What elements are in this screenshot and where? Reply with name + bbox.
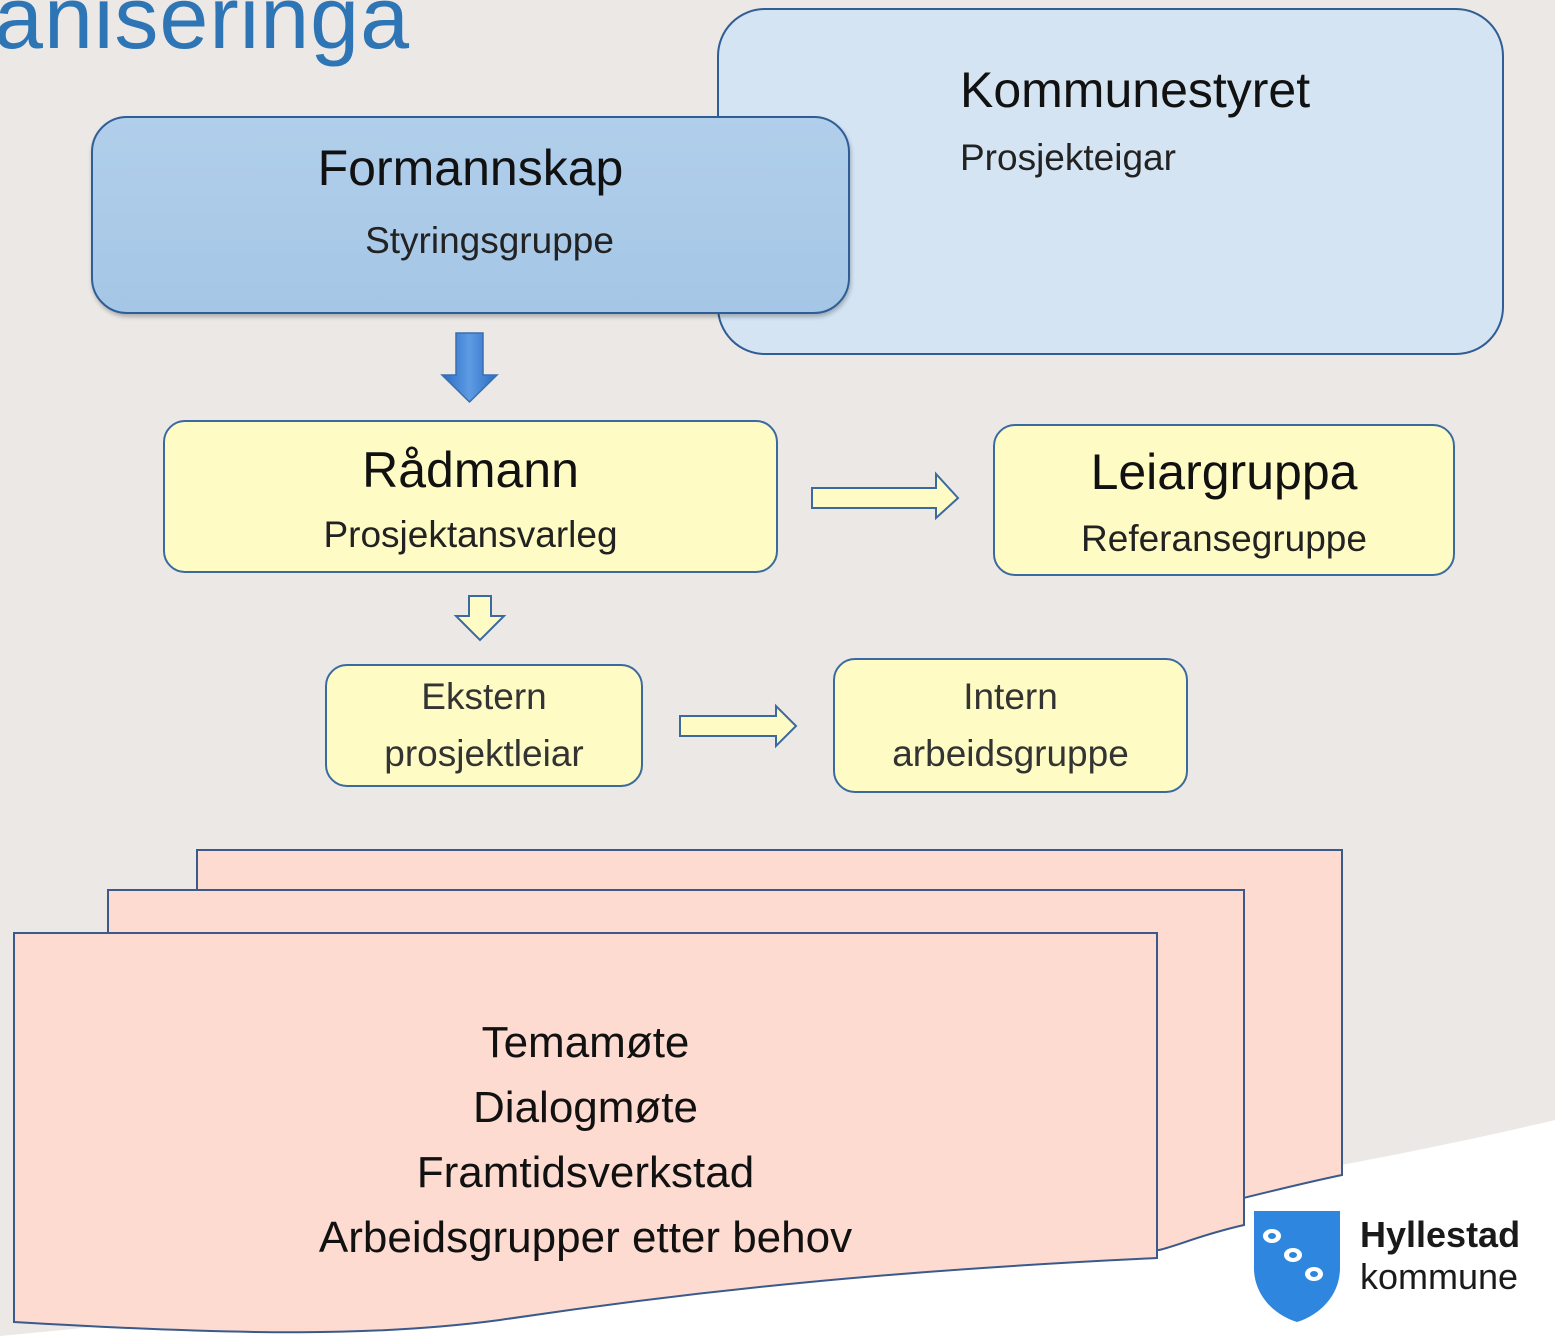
radmann-subtitle: Prosjektansvarleg (323, 514, 618, 555)
page-title: aniseringa (0, 0, 411, 67)
kommunestyret-subtitle: Prosjekteigar (960, 137, 1176, 178)
intern-line2: arbeidsgruppe (892, 733, 1129, 774)
document-item: Temamøte (481, 1018, 690, 1067)
arrow-down-yellow (453, 595, 507, 642)
leiargruppa-box (993, 424, 1455, 576)
logo-name: Hyllestad (1360, 1214, 1521, 1255)
kommunestyret-title: Kommunestyret (960, 62, 1311, 118)
documents-list: Temamøte Dialogmøte Framtidsverkstad Arb… (14, 1010, 1157, 1270)
document-item: Arbeidsgrupper etter behov (318, 1213, 853, 1262)
ekstern-line1: Ekstern (421, 676, 547, 717)
document-item: Framtidsverkstad (416, 1148, 755, 1197)
document-item: Dialogmøte (473, 1083, 698, 1132)
arrow-right-leiargruppa (811, 471, 960, 521)
radmann-box (163, 420, 778, 573)
white-curve-shape (0, 1120, 1555, 1336)
document-front (13, 932, 1158, 1334)
arrow-down-blue (440, 332, 499, 404)
logo-subtitle: kommune (1360, 1256, 1519, 1297)
radmann-title: Rådmann (362, 442, 579, 498)
arrow-right-intern (679, 703, 798, 749)
formannskap-box (91, 116, 850, 314)
intern-arbeidsgruppe-box (833, 658, 1188, 793)
hyllestad-shield-icon (1254, 1211, 1340, 1322)
formannskap-title: Formannskap (317, 140, 624, 196)
leiargruppa-subtitle: Referansegruppe (1081, 518, 1367, 559)
leiargruppa-title: Leiargruppa (1090, 444, 1358, 500)
ekstern-prosjektleiar-box (325, 664, 643, 787)
intern-line1: Intern (963, 676, 1058, 717)
formannskap-subtitle: Styringsgruppe (365, 220, 614, 261)
ekstern-line2: prosjektleiar (384, 733, 584, 774)
